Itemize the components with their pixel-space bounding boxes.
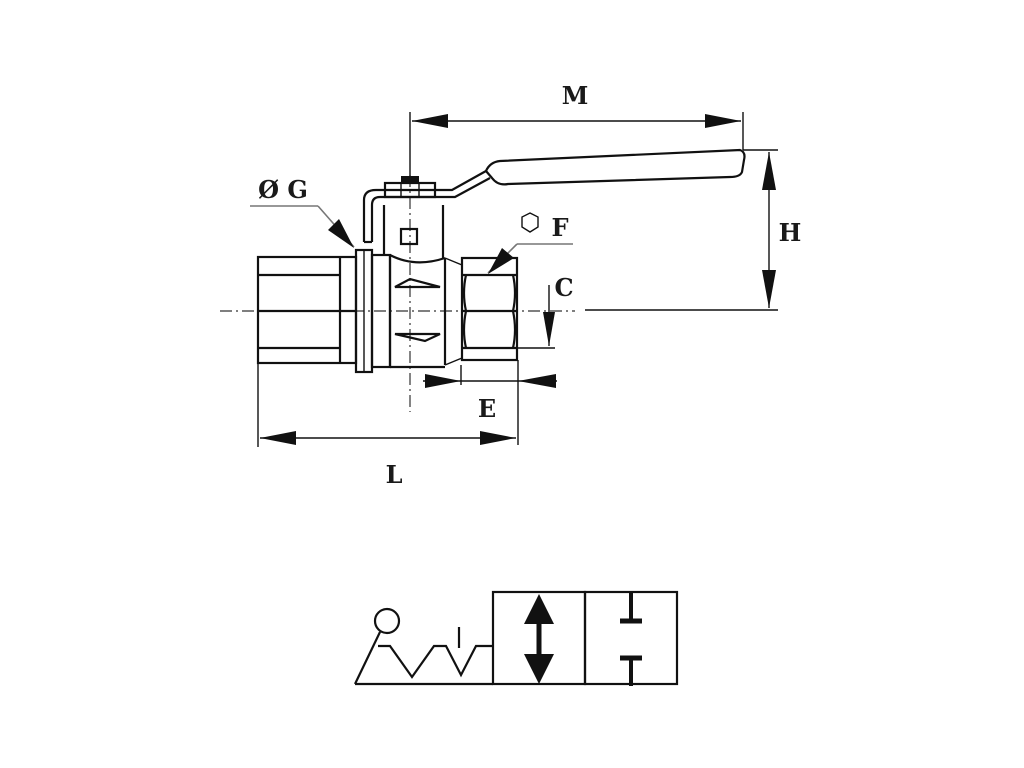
arrow-up-icon: [524, 594, 554, 624]
lever-detent-actuator-icon: [354, 607, 493, 686]
valve-body: [388, 254, 463, 369]
label-e: E: [478, 394, 496, 423]
dimension-h: H: [585, 149, 802, 311]
label-diameter-g: Ø G: [258, 175, 308, 204]
closed-position-box: [583, 590, 679, 686]
dimension-m: M: [409, 81, 744, 178]
arrow-down-icon: [524, 654, 554, 684]
leader-hex-f: F: [487, 212, 573, 274]
center-lines: [220, 175, 575, 412]
dimension-c: C: [505, 273, 574, 349]
label-c: C: [554, 273, 573, 302]
open-position-box: [491, 590, 587, 686]
dimension-l: L: [257, 363, 516, 489]
iso-valve-symbol: [354, 590, 679, 686]
left-threaded-end: [256, 255, 358, 365]
hex-icon: [521, 212, 539, 233]
stem-housing: [382, 205, 445, 258]
label-f: F: [551, 213, 568, 242]
label-h: H: [779, 218, 802, 247]
right-hex-end: [460, 256, 519, 362]
label-m: M: [562, 81, 589, 110]
dimension-e: E: [423, 360, 557, 445]
label-l: L: [386, 460, 403, 489]
leader-diameter-g: Ø G: [250, 175, 355, 248]
lever-handle: [362, 148, 746, 244]
